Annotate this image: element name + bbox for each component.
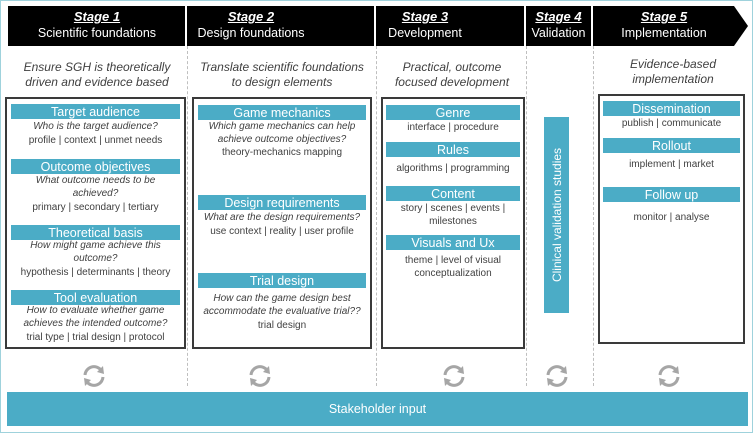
theoretical-basis-question: How might game achieve this outcome?: [30, 240, 161, 264]
outcome-objectives-question: What outcome needs to be achieved?: [35, 175, 156, 199]
stage-3-box: Genre interface | procedure Rules algori…: [381, 97, 525, 349]
column-divider: [187, 46, 188, 386]
visuals-ux-items: theme | level of visual conceptualizatio…: [405, 255, 501, 279]
target-audience-header: Target audience: [11, 104, 180, 119]
stage-5-header: Stage 5 Implementation: [592, 6, 736, 46]
stakeholder-input-bar: Stakeholder input: [7, 392, 748, 426]
stage-name: Development: [388, 26, 462, 40]
stakeholder-input-label: Stakeholder input: [328, 402, 427, 416]
stage-1-box: Target audience Who is the target audien…: [5, 97, 186, 349]
stage-header-arrow: Stage 1 Scientific foundations Stage 2 D…: [8, 6, 748, 46]
stage-number: Stage 4: [535, 9, 582, 24]
stage-number: Stage 1: [73, 9, 121, 24]
tool-evaluation-header: Tool evaluation: [11, 290, 180, 305]
rollout-items: implement | market: [629, 159, 714, 170]
dissemination-items: publish | communicate: [621, 118, 722, 129]
stage-5-subtitle: Evidence-based implementation: [629, 57, 717, 86]
stage-1-subtitle: Ensure SGH is theoretically driven and e…: [23, 60, 171, 89]
tool-evaluation-items: trial type | trial design | protocol: [26, 332, 165, 343]
stage-4-header: Stage 4 Validation: [525, 6, 592, 46]
stage-number: Stage 5: [640, 9, 688, 24]
stage-name: Scientific foundations: [37, 26, 157, 40]
genre-header: Genre: [386, 105, 520, 120]
follow-up-header: Follow up: [603, 187, 740, 202]
theoretical-basis-items: hypothesis | determinants | theory: [20, 267, 171, 278]
cycle-arrows-icon: [249, 365, 271, 387]
stage-3-header: Stage 3 Development: [375, 6, 475, 46]
theoretical-basis-header: Theoretical basis: [11, 225, 180, 240]
trial-design-question: How can the game design best accommodate…: [203, 293, 361, 317]
clinical-validation-label: Clinical validation studies: [549, 147, 564, 283]
stage-1-header: Stage 1 Scientific foundations: [8, 6, 186, 46]
stage-number: Stage 2: [227, 9, 275, 24]
game-mechanics-header: Game mechanics: [198, 105, 366, 120]
trial-design-header: Trial design: [198, 273, 366, 288]
stage-2-subtitle: Translate scientific foundations to desi…: [200, 60, 364, 89]
target-audience-items: profile | context | unmet needs: [28, 135, 163, 146]
design-requirements-header: Design requirements: [198, 195, 366, 210]
game-mechanics-question: Which game mechanics can help achieve ou…: [208, 121, 356, 145]
column-divider: [593, 46, 594, 386]
trial-design-items: trial design: [257, 320, 307, 331]
rules-header: Rules: [386, 142, 520, 157]
rollout-header: Rollout: [603, 138, 740, 153]
cycle-arrows-icon: [443, 365, 465, 387]
visuals-ux-header: Visuals and Ux: [386, 235, 520, 250]
game-mechanics-items: theory-mechanics mapping: [221, 147, 343, 158]
stage-3-subtitle: Practical, outcome focused development: [394, 60, 510, 89]
dissemination-header: Dissemination: [603, 101, 740, 116]
target-audience-question: Who is the target audience?: [33, 121, 158, 132]
cycle-arrows-icon: [83, 365, 105, 387]
genre-items: interface | procedure: [407, 122, 499, 133]
stage-name: Validation: [531, 26, 586, 40]
stage-2-box: Game mechanics Which game mechanics can …: [192, 97, 372, 349]
header-arrow-shape: [8, 6, 748, 46]
outcome-objectives-header: Outcome objectives: [11, 159, 180, 174]
stage-name: Implementation: [621, 26, 707, 40]
design-requirements-items: use context | reality | user profile: [210, 226, 354, 237]
content-items: story | scenes | events | milestones: [400, 203, 506, 227]
clinical-validation-bar: Clinical validation studies: [544, 117, 569, 313]
column-divider: [526, 46, 527, 386]
stage-number: Stage 3: [401, 9, 449, 24]
follow-up-items: monitor | analyse: [633, 212, 710, 223]
stage-2-header: Stage 2 Design foundations: [186, 6, 316, 46]
tool-evaluation-question: How to evaluate whether game achieves th…: [23, 305, 168, 329]
outcome-objectives-items: primary | secondary | tertiary: [32, 202, 159, 213]
column-divider: [376, 46, 377, 386]
rules-items: algorithms | programming: [396, 163, 510, 174]
cycle-arrows-icon: [546, 365, 568, 387]
cycle-arrows-icon: [658, 365, 680, 387]
content-header: Content: [386, 186, 520, 201]
stage-5-box: Dissemination publish | communicate Roll…: [598, 94, 745, 344]
stage-name: Design foundations: [197, 26, 305, 40]
design-requirements-question: What are the design requirements?: [203, 212, 361, 223]
